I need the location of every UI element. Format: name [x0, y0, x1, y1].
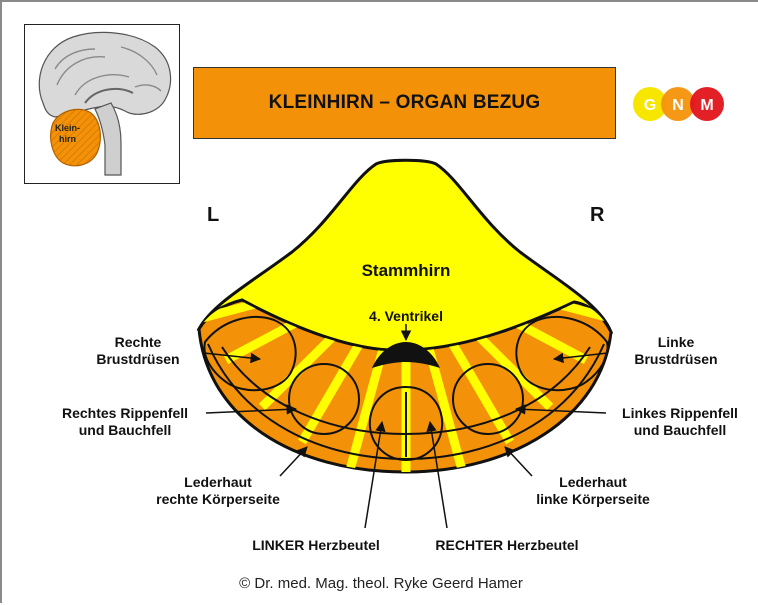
lederhaut-rechts-label: Lederhaut rechte Körperseite — [140, 474, 296, 508]
copyright-text: © Dr. med. Mag. theol. Ryke Geerd Hamer — [2, 575, 758, 592]
lederhaut-rechts-line1: Lederhaut — [140, 474, 296, 491]
linkes-rippenfell-label: Linkes Rippenfell und Bauchfell — [602, 405, 758, 439]
rechte-brustdruesen-line1: Rechte — [76, 334, 200, 351]
lederhaut-links-line2: linke Körperseite — [518, 491, 668, 508]
rechtes-rippenfell-line2: und Bauchfell — [40, 422, 210, 439]
lederhaut-links-line1: Lederhaut — [518, 474, 668, 491]
rechte-brustdruesen-label: Rechte Brustdrüsen — [76, 334, 200, 368]
linke-brustdruesen-label: Linke Brustdrüsen — [614, 334, 738, 368]
rechte-brustdruesen-line2: Brustdrüsen — [76, 351, 200, 368]
ventrikel-label: 4. Ventrikel — [356, 308, 456, 325]
linkes-rippenfell-line2: und Bauchfell — [602, 422, 758, 439]
lederhaut-links-label: Lederhaut linke Körperseite — [518, 474, 668, 508]
lederhaut-rechts-line2: rechte Körperseite — [140, 491, 296, 508]
rechtes-rippenfell-line1: Rechtes Rippenfell — [40, 405, 210, 422]
linke-brustdruesen-line2: Brustdrüsen — [614, 351, 738, 368]
rechter-herzbeutel-label: RECHTER Herzbeutel — [422, 537, 592, 554]
side-left-label: L — [207, 207, 219, 224]
rechtes-rippenfell-label: Rechtes Rippenfell und Bauchfell — [40, 405, 210, 439]
linke-brustdruesen-line1: Linke — [614, 334, 738, 351]
linker-herzbeutel-label: LINKER Herzbeutel — [240, 537, 392, 554]
side-right-label: R — [590, 207, 604, 224]
linkes-rippenfell-line1: Linkes Rippenfell — [602, 405, 758, 422]
stammhirn-label: Stammhirn — [352, 262, 460, 279]
